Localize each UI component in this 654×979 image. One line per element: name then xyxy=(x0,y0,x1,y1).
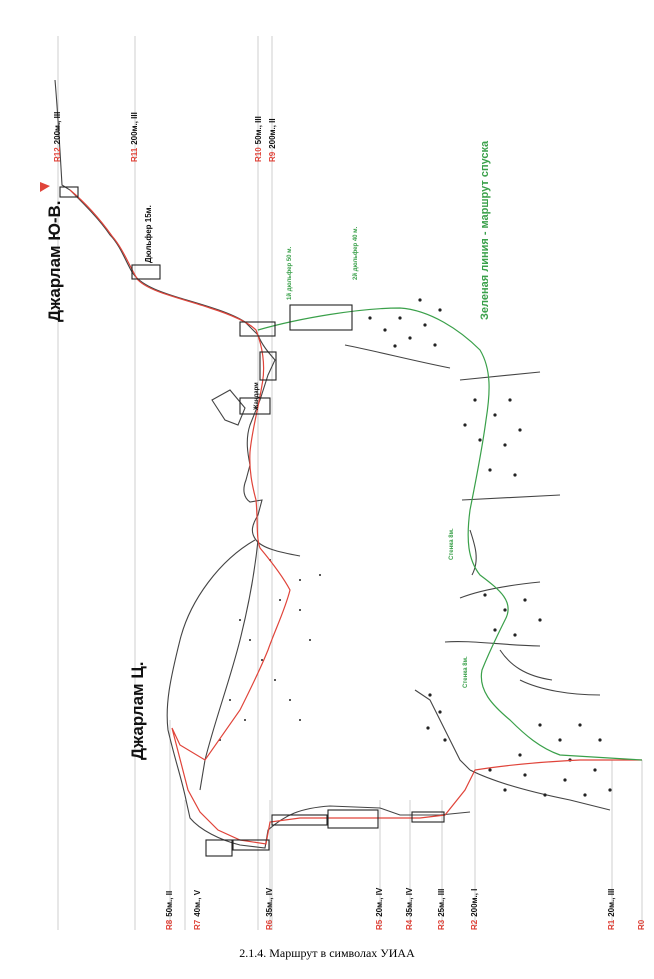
section-label-r11: R11200м., III xyxy=(130,112,139,162)
svg-text:R740м., V: R740м., V xyxy=(193,889,202,930)
section-label-r2: R2200м., I xyxy=(470,889,479,930)
section-label-r4: R435м., IV xyxy=(405,887,414,930)
route-boxes xyxy=(59,186,445,857)
svg-text:R850м., II: R850м., II xyxy=(165,891,174,930)
svg-text:R2200м., I: R2200м., I xyxy=(470,889,479,930)
ridge-top-title: Джарлам Ю-В. xyxy=(45,200,64,322)
svg-text:R0: R0 xyxy=(637,919,646,930)
section-label-r8: R850м., II xyxy=(165,891,174,930)
note-zhandarm: Жандарм xyxy=(254,382,260,411)
svg-text:R635м., IV: R635м., IV xyxy=(265,887,274,930)
section-label-r12: R12200м., III xyxy=(53,112,62,162)
section-label-r0: R0 xyxy=(637,919,646,930)
note-dulfer-15: Дюльфер 15м. xyxy=(144,205,153,263)
text-layer: Джарлам Ю-В. Джарлам Ц. Зеленая линия - … xyxy=(45,112,646,930)
svg-text:R120м., III: R120м., III xyxy=(607,889,616,930)
section-label-r7: R740м., V xyxy=(193,889,202,930)
svg-text:R435м., IV: R435м., IV xyxy=(405,887,414,930)
ascent-route-line xyxy=(69,189,642,845)
summit-flags xyxy=(40,182,50,192)
note-dulfer-2: 2й дюльфер 40 м. xyxy=(352,226,359,280)
section-label-r5: R520м., IV xyxy=(375,887,384,930)
svg-text:R9200м., II: R9200м., II xyxy=(268,118,277,162)
svg-text:R11200м., III: R11200м., III xyxy=(130,112,139,162)
svg-text:R520м., IV: R520м., IV xyxy=(375,887,384,930)
section-label-r3: R325м., III xyxy=(437,889,446,930)
figure-caption: 2.1.4. Маршрут в символах УИАА xyxy=(239,946,415,960)
descent-legend: Зеленая линия - маршрут спуска xyxy=(479,140,491,320)
ridge-center-title: Джарлам Ц. xyxy=(128,662,147,760)
svg-text:R12200м., III: R12200м., III xyxy=(53,112,62,162)
note-wall-8a: Стенка 8м. xyxy=(449,528,455,560)
note-wall-8b: Стенка 8м. xyxy=(463,656,469,688)
section-label-r1: R120м., III xyxy=(607,889,616,930)
note-dulfer-1: 1й дюльфер 50 м. xyxy=(286,246,293,300)
section-guide-lines xyxy=(57,36,643,930)
scree-dots xyxy=(219,298,612,797)
section-label-r6: R635м., IV xyxy=(265,887,274,930)
section-label-r10: R1050м., III xyxy=(254,116,263,162)
svg-text:R1050м., III: R1050м., III xyxy=(254,116,263,162)
svg-text:R325м., III: R325м., III xyxy=(437,889,446,930)
descent-route-line xyxy=(257,307,643,761)
section-label-r9: R9200м., II xyxy=(268,118,277,162)
